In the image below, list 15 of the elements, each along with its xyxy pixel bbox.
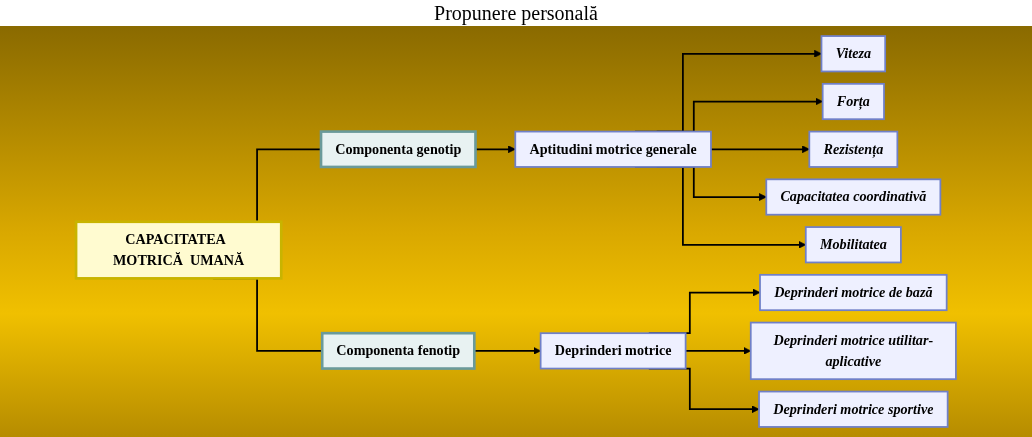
node-box: Deprinderi motrice	[539, 332, 687, 370]
node-box: Componenta genotip	[319, 130, 477, 169]
node-box: CAPACITATEA MOTRICĂ UMANĂ	[74, 220, 283, 280]
diagram-title: Propunere personală	[433, 1, 599, 26]
node-box: Deprinderi motrice de bază	[759, 273, 948, 312]
arrow	[710, 145, 810, 154]
node-box: Forța	[821, 82, 885, 121]
node-box: Deprinderi motrice sportive	[758, 390, 949, 428]
node-box: Deprinderi motrice utilitar-aplicative	[749, 321, 957, 381]
node-box: Componenta fenotip	[320, 331, 476, 370]
node-box: Rezistența	[808, 130, 899, 168]
node-box: Mobilitatea	[804, 226, 902, 264]
node-box: Capacitatea coordinativă	[765, 178, 942, 216]
node-box: Viteza	[820, 35, 887, 73]
node-box: Aptitudini motrice generale	[514, 130, 712, 168]
